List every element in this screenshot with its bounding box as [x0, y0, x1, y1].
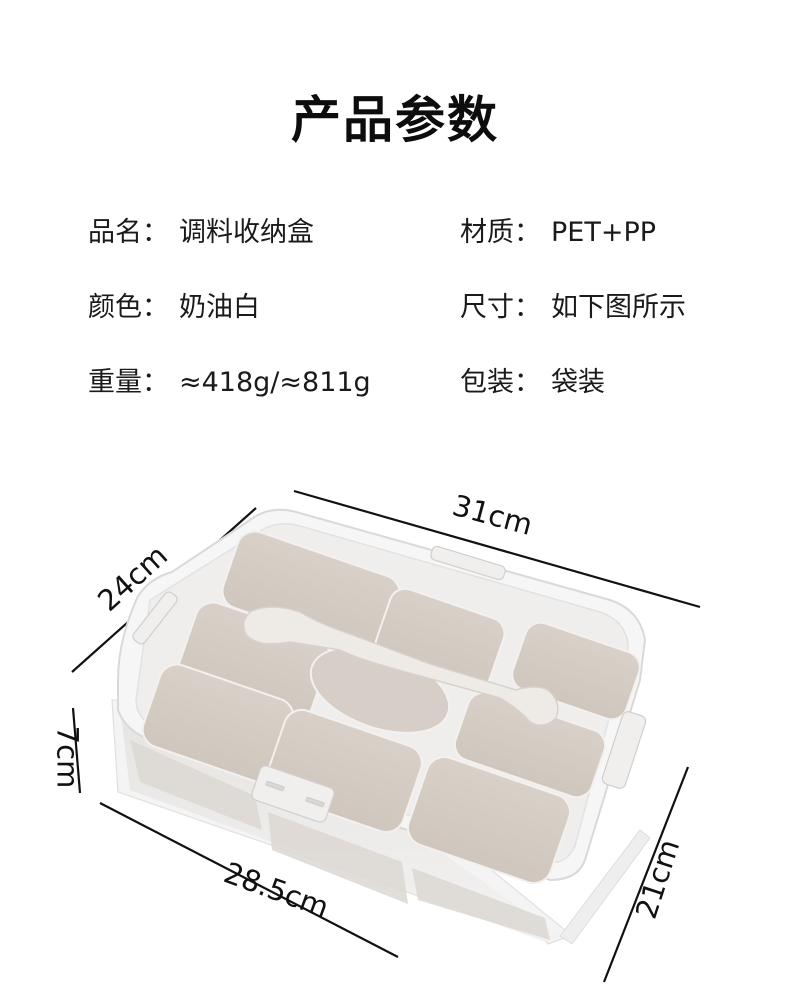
- spec-label: 重量：: [88, 367, 169, 398]
- spoon-handle: [243, 606, 559, 726]
- spec-label: 包装：: [460, 367, 541, 398]
- compartment: [406, 755, 572, 885]
- spec-value: 袋装: [551, 367, 605, 398]
- spec-color: 颜色： 奶油白: [88, 291, 260, 325]
- spec-material: 材质： PET+PP: [460, 216, 656, 250]
- spec-value: 调料收纳盒: [179, 217, 314, 248]
- spec-value: 奶油白: [179, 292, 260, 323]
- spec-label: 材质：: [460, 217, 541, 248]
- spec-weight: 重量： ≈418g/≈811g: [88, 366, 371, 400]
- spec-size: 尺寸： 如下图所示: [460, 291, 686, 325]
- spec-label: 尺寸：: [460, 292, 541, 323]
- lid-clips: [132, 545, 647, 823]
- spec-value: ≈418g/≈811g: [179, 367, 371, 398]
- spec-product-name: 品名： 调料收纳盒: [88, 216, 314, 250]
- dimension-label-height: 7cm: [50, 725, 85, 789]
- page-title: 产品参数: [291, 91, 499, 149]
- spec-value: 如下图所示: [551, 292, 686, 323]
- spec-value: PET+PP: [551, 217, 657, 248]
- spec-label: 品名：: [88, 217, 169, 248]
- spec-packaging: 包装： 袋装: [460, 366, 605, 400]
- spec-label: 颜色：: [88, 292, 169, 323]
